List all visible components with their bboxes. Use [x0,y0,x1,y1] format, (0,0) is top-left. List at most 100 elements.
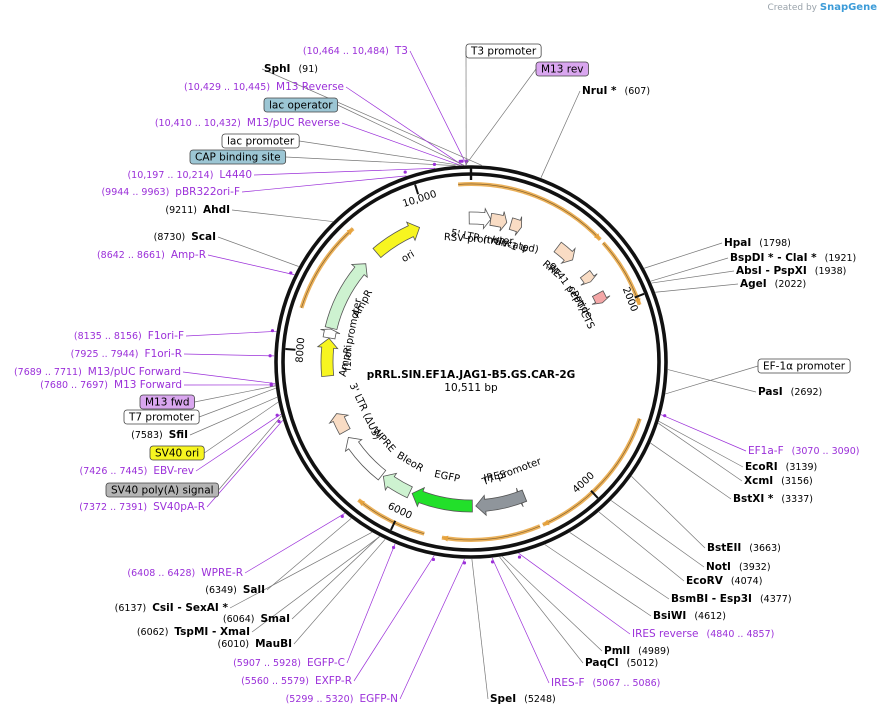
callout-sv40pa-r: (7372 .. 7391)SV40pA-R [79,501,205,513]
noti-coordinates: (3932) [739,562,771,573]
absi-pspxi-leader [651,270,735,284]
ef1a-f-coordinates: (3070 .. 3090) [792,446,860,457]
wpre-r-leader [244,513,346,574]
ires-f-label: IRES-F [551,677,585,689]
callout-ecori: EcoRI (3139) [745,461,817,473]
amp-r-leader [207,254,295,276]
pbr322ori-f-coordinates: (9944 .. 9963) [101,187,169,198]
feature-label-egfp: EGFP [433,469,461,485]
orf-arc [441,524,541,542]
ecori-coordinates: (3139) [786,462,818,473]
scale-tick-label: 8000 [295,337,308,363]
ecori-label: EcoRI [745,461,778,473]
sfii-label: SfiI [169,429,188,441]
sphi-label: SphI [264,63,290,75]
exfp-r-label: EXFP-R [315,675,352,687]
scai-leader [217,236,299,267]
tspmi-xmai-label: TspMI - XmaI [174,626,250,638]
scale-tick [285,348,296,351]
feature-egfp [411,486,473,513]
ebv-rev-site [275,413,279,417]
ecori-leader [658,420,744,468]
bstxi-coordinates: (3337) [781,494,813,505]
pasi-coordinates: (2692) [791,387,823,398]
snapgene-logo: SnapGene [819,2,877,13]
hpai-leader [644,242,723,269]
callout-egfp-c: (5907 .. 5928)EGFP-C [233,657,345,669]
amp-r-label: Amp-R [171,249,206,261]
exfp-r-site [431,557,436,562]
callout-m13-puc-reverse: (10,410 .. 10,432)M13/pUC Reverse [155,117,340,129]
feature-3-ltr-u3 [328,413,351,435]
t3-label: T3 [394,45,408,57]
m13-forward-coordinates: (7680 .. 7697) [40,380,108,391]
t3-promoter-label-box [465,43,542,59]
xcmi-leader [658,422,743,482]
m13-puc-reverse-label: M13/pUC Reverse [247,117,340,129]
ef-1-promoter-label: EF-1α promoter [763,361,846,373]
feature-rre [553,241,576,265]
bsiwi-label: BsiWI [653,610,686,622]
nrui-coordinates: (607) [625,86,651,97]
f1ori-r-site [268,354,272,358]
callout-bsiwi: BsiWI (4612) [653,610,726,622]
orf-arrowhead [346,228,354,235]
feature-label-ori: ori [400,249,417,265]
callout-agei: AgeI(2022) [740,278,806,290]
xcmi-label: XcmI [744,475,773,487]
ires-reverse-coordinates: (4840 .. 4857) [707,629,775,640]
lac-promoter-label: lac promoter [227,136,295,148]
callout-scai: (8730)ScaI [154,231,216,243]
ef1a-f-site [663,414,667,418]
sv40-poly-a-signal-label: SV40 poly(A) signal [111,485,214,497]
sali-coordinates: (6349) [205,585,237,596]
callout-lac-promoter: lac promoter [221,133,300,149]
ires-f-coordinates: (5067 .. 5086) [593,678,661,689]
bsmbi-esp3i-coordinates: (4377) [760,594,792,605]
pbr322ori-f-site [403,170,407,174]
callout-nrui: NruI *(607) [582,85,650,97]
egfp-c-coordinates: (5907 .. 5928) [233,658,301,669]
sv40pa-r-coordinates: (7372 .. 7391) [79,502,147,513]
orf-arrowhead [358,499,366,507]
m13-puc-reverse-site [458,159,462,163]
sphi-coordinates: (91) [298,64,318,75]
feature-bleor [382,472,413,499]
bsiwi-coordinates: (4612) [694,611,726,622]
sfii-coordinates: (7583) [131,430,163,441]
cap-binding-site-leader [285,156,456,166]
t3-promoter-label: T3 promoter [470,46,537,58]
callout-t7-promoter: T7 promoter [123,409,200,425]
pmli-label: PmlI [604,645,630,657]
orf-arc-outline [441,525,541,541]
bsteii-label: BstEII [707,542,741,554]
f1ori-f-label: F1ori-F [148,330,184,342]
bsiwi-leader [544,544,652,617]
callout-sfii: (7583) SfiI [131,429,188,441]
feature-label-bleor: BleoR [395,450,425,474]
callout-pmli: PmlI(4989) [604,645,670,657]
snapgene-credit: Created by SnapGene [767,2,877,13]
l4440-site [432,162,437,166]
callout-csii-sexai: (6137)CsiI - SexAI * [115,602,229,614]
nrui-leader [540,90,581,178]
t7-promoter-label-box [123,409,200,425]
egfp-n-coordinates: (5299 .. 5320) [286,694,354,705]
feature-cppt-cts [591,290,611,305]
callout-sv40-poly-a-signal: SV40 poly(A) signal [105,482,219,498]
m13-puc-forward-label: M13/pUC Forward [88,366,181,378]
m13-reverse-label: M13 Reverse [276,81,344,93]
bsmbi-esp3i-label: BsmBI - Esp3I [671,593,752,605]
feature-label-rsv-promoter: RSV promoter [444,232,515,247]
feature-gp41-peptide [579,269,598,286]
l4440-label: L4440 [219,169,252,181]
callout-f1ori-r: (7925 .. 7944)F1ori-R [71,348,182,360]
cap-binding-site-label-box [189,149,287,165]
callout-m13-forward: (7680 .. 7697)M13 Forward [40,379,182,391]
callout-bsmbi-esp3i: BsmBI - Esp3I (4377) [671,593,792,605]
sv40-poly-a-signal-label-box [105,482,219,498]
scale-tick-label: 10,000 [401,189,438,210]
orf-arcs [299,182,642,542]
feature-label-ires: IRES [483,469,507,484]
